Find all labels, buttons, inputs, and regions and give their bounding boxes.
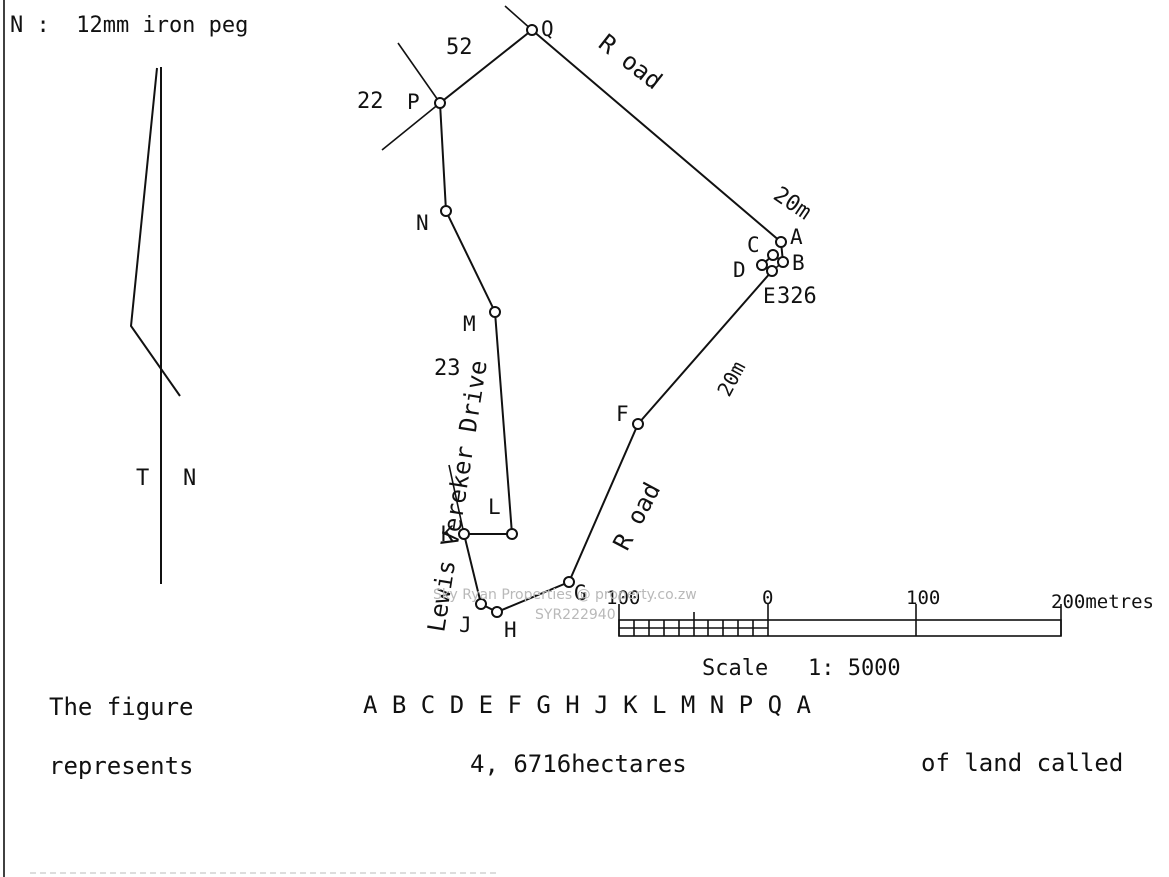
road-label-bottom: R oad xyxy=(608,478,667,555)
watermark-line-1: Sky Ryan Properties @ property.co.zw xyxy=(433,587,697,603)
parcel-number-22: 22 xyxy=(357,89,384,114)
road-line-west xyxy=(381,102,441,151)
parcel-number-326: 326 xyxy=(777,284,817,309)
peg-legend: N : 12mm iron peg xyxy=(10,13,248,38)
peg-p xyxy=(434,97,446,109)
point-label-a: A xyxy=(790,225,803,249)
scale-tick-label-left: 100 xyxy=(606,587,640,609)
parcel-boundary xyxy=(438,28,785,614)
point-label-n: N xyxy=(416,211,429,235)
point-label-j: J xyxy=(459,613,472,637)
peg-n xyxy=(440,205,452,217)
figure-label: The figure xyxy=(49,693,194,721)
point-label-m: M xyxy=(463,312,476,336)
land-called-label: of land called xyxy=(921,749,1123,777)
road-line-northwest xyxy=(397,42,441,104)
scale-bar xyxy=(618,604,1062,637)
true-north-label-t: T xyxy=(136,466,149,491)
peg-a xyxy=(775,236,787,248)
point-label-e: E xyxy=(763,284,776,308)
peg-b xyxy=(777,256,789,268)
parcel-number-23: 23 xyxy=(434,356,461,381)
peg-h xyxy=(491,606,503,618)
point-label-f: F xyxy=(616,402,629,426)
scale-tick-label-zero: 0 xyxy=(762,587,773,609)
point-label-h: H xyxy=(504,618,517,642)
peg-k xyxy=(458,528,470,540)
peg-e xyxy=(766,265,778,277)
road-label-top: R oad xyxy=(593,29,667,96)
peg-g xyxy=(563,576,575,588)
point-label-d: D xyxy=(733,258,746,282)
road-width-top: 20m xyxy=(769,182,816,225)
point-label-g: G xyxy=(574,581,587,605)
peg-l xyxy=(506,528,518,540)
parcel-number-52: 52 xyxy=(446,35,473,60)
peg-j xyxy=(475,598,487,610)
road-width-right: 20m xyxy=(712,357,750,400)
point-label-b: B xyxy=(792,251,805,275)
iron-pegs xyxy=(434,24,789,618)
represents-label: represents xyxy=(49,752,194,780)
road-line-left-drive xyxy=(448,464,465,535)
scale-caption: Scale 1: 5000 xyxy=(702,656,901,681)
peg-m xyxy=(489,306,501,318)
watermark-line-2: SYR222940 xyxy=(535,607,616,623)
north-arrow-icon xyxy=(129,67,181,584)
area-value: 4, 6716hectares xyxy=(470,750,687,778)
point-label-q: Q xyxy=(541,17,554,41)
point-label-c: C xyxy=(747,233,760,257)
point-label-p: P xyxy=(407,90,420,114)
peg-q xyxy=(526,24,538,36)
peg-d xyxy=(756,259,768,271)
point-label-l: L xyxy=(488,495,501,519)
scale-tick-label-right: 200metres xyxy=(1051,591,1154,613)
point-label-k: K xyxy=(441,522,454,546)
figure-point-sequence: A B C D E F G H J K L M N P Q A xyxy=(363,691,811,719)
peg-f xyxy=(632,418,644,430)
scale-tick-label-mid: 100 xyxy=(906,587,940,609)
road-line-top xyxy=(504,5,533,31)
true-north-label-n: N xyxy=(183,466,196,491)
peg-c xyxy=(767,249,779,261)
